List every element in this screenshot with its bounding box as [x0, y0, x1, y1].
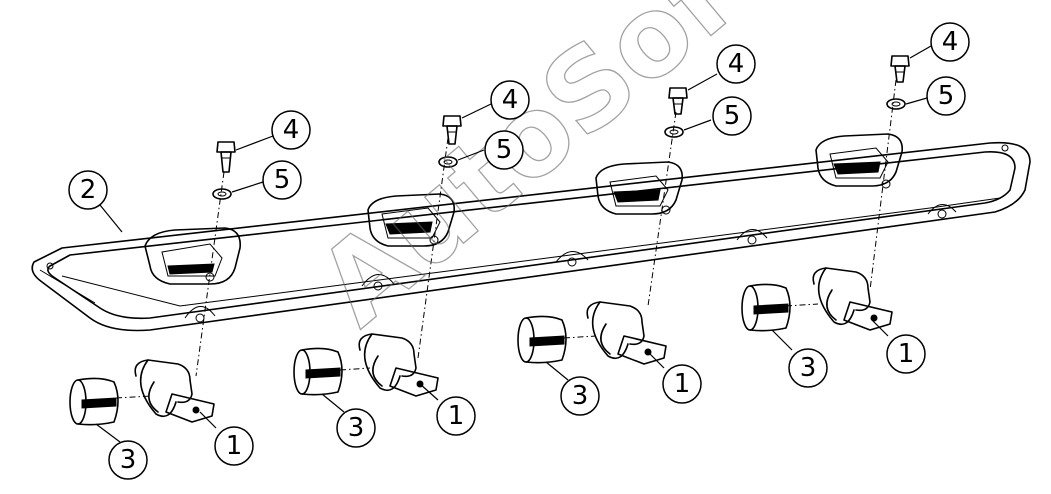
bolt — [668, 87, 688, 115]
callout-1: 1 — [436, 396, 476, 436]
callouts: 2 1 1 1 1 3 3 3 — [68, 22, 970, 480]
callout-4-label: 4 — [502, 85, 519, 115]
callout-5-label: 5 — [496, 135, 513, 165]
washer — [886, 98, 906, 110]
washer — [438, 156, 458, 168]
bolt — [216, 141, 236, 173]
callout-4: 4 — [490, 80, 530, 120]
callout-1-label: 1 — [898, 339, 915, 369]
callout-3-label: 3 — [800, 353, 817, 383]
clamp — [358, 333, 439, 397]
callout-3: 3 — [108, 440, 148, 480]
callout-3: 3 — [560, 376, 600, 416]
callout-5: 5 — [712, 96, 752, 136]
callout-3-label: 3 — [572, 381, 589, 411]
callout-5: 5 — [484, 130, 524, 170]
callout-5-label: 5 — [938, 81, 955, 111]
callout-4-label: 4 — [942, 27, 959, 57]
callout-5: 5 — [262, 160, 302, 200]
plate-pocket — [144, 227, 242, 285]
callout-2: 2 — [68, 170, 108, 210]
bushing — [69, 377, 119, 426]
callout-5-label: 5 — [724, 101, 741, 131]
callout-1: 1 — [886, 334, 926, 374]
callout-1-label: 1 — [226, 431, 243, 461]
assembly-centerlines — [115, 79, 897, 399]
washer — [664, 126, 684, 138]
callout-5: 5 — [926, 76, 966, 116]
clamp — [586, 301, 667, 365]
bushing — [517, 315, 567, 364]
callout-4: 4 — [716, 44, 756, 84]
plate-pocket — [815, 133, 904, 189]
callout-3-label: 3 — [348, 413, 365, 443]
callout-4: 4 — [930, 22, 970, 62]
callout-3-label: 3 — [120, 445, 137, 475]
plate-pocket — [595, 161, 684, 215]
callout-4: 4 — [271, 110, 311, 150]
callout-5-label: 5 — [274, 165, 291, 195]
callout-4-label: 4 — [728, 49, 745, 79]
base-plate — [31, 133, 1031, 332]
callout-1: 1 — [662, 364, 702, 404]
bushing — [293, 347, 343, 396]
callout-1-label: 1 — [448, 401, 465, 431]
bushing — [741, 283, 791, 332]
clamp — [812, 267, 893, 331]
clamp — [134, 359, 215, 423]
callout-4-label: 4 — [283, 115, 300, 145]
callout-1: 1 — [214, 426, 254, 466]
bolt — [442, 115, 462, 145]
leader-lines — [95, 45, 932, 443]
plate-pocket — [367, 193, 456, 247]
callout-3: 3 — [336, 408, 376, 448]
washer — [212, 188, 232, 200]
callout-3: 3 — [788, 348, 828, 388]
callout-2-label: 2 — [80, 175, 97, 205]
bolt — [890, 55, 910, 83]
callout-1-label: 1 — [674, 369, 691, 399]
